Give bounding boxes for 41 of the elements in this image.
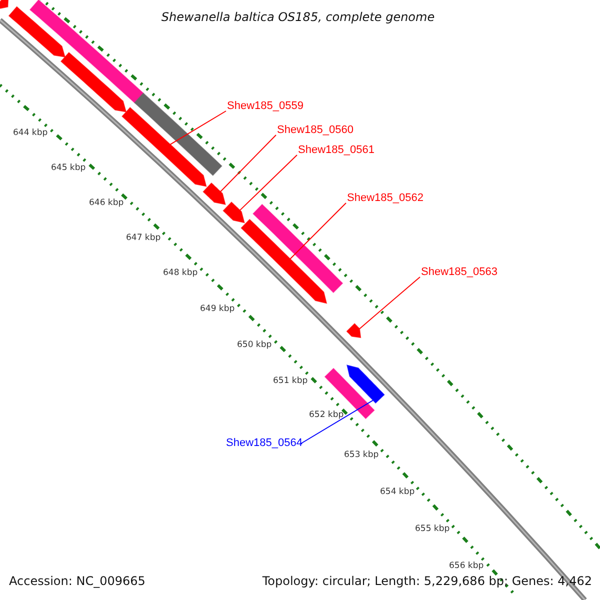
tick-label: 649 kbp	[200, 304, 235, 315]
leader-line	[290, 202, 346, 260]
gene-feature	[240, 218, 328, 304]
gene-label: Shew185_0560	[277, 124, 354, 137]
genome-title: Shewanella baltica OS185, complete genome	[160, 10, 436, 24]
tick-label: 650 kbp	[237, 340, 272, 351]
gene-feature	[346, 364, 385, 404]
gene-feature	[29, 0, 144, 104]
gene-feature	[222, 202, 245, 224]
gene-label: Shew185_0559	[227, 100, 304, 113]
leader-line	[359, 276, 420, 330]
gene-feature	[346, 323, 362, 338]
gene-feature	[252, 204, 344, 294]
leader-line	[220, 134, 276, 192]
genome-info: Accession: NC_009665	[9, 574, 146, 589]
tick-label: 644 kbp	[13, 128, 48, 139]
leader-line	[240, 154, 298, 211]
genome-info: Topology: circular; Length: 5,229,686 bp; Genes: 4,462	[262, 574, 592, 589]
tick-label: 654 kbp	[380, 487, 415, 498]
gene-label: Shew185_0564	[226, 437, 302, 450]
leader-line	[300, 400, 374, 444]
tick-label: 647 kbp	[126, 233, 161, 244]
gene-feature	[202, 182, 226, 206]
gene-feature	[134, 92, 222, 176]
tick-label: 653 kbp	[344, 450, 379, 461]
gene-feature	[324, 368, 375, 420]
gene-feature	[0, 0, 9, 9]
tick-label: 656 kbp	[449, 561, 484, 572]
tick-label: 645 kbp	[51, 163, 86, 174]
gene-feature	[122, 106, 207, 187]
gene-label: Shew185_0562	[347, 192, 424, 205]
gene-feature	[60, 52, 127, 112]
leader-line	[170, 110, 226, 145]
tick-label: 652 kbp	[309, 410, 344, 421]
tick-label: 648 kbp	[163, 268, 198, 279]
gene-feature	[8, 6, 66, 58]
tick-label: 655 kbp	[415, 524, 450, 535]
gene-label: Shew185_0561	[298, 144, 374, 157]
tick-label: 646 kbp	[89, 198, 124, 209]
tick-label: 651 kbp	[273, 376, 308, 387]
gene-label: Shew185_0563	[421, 266, 498, 279]
